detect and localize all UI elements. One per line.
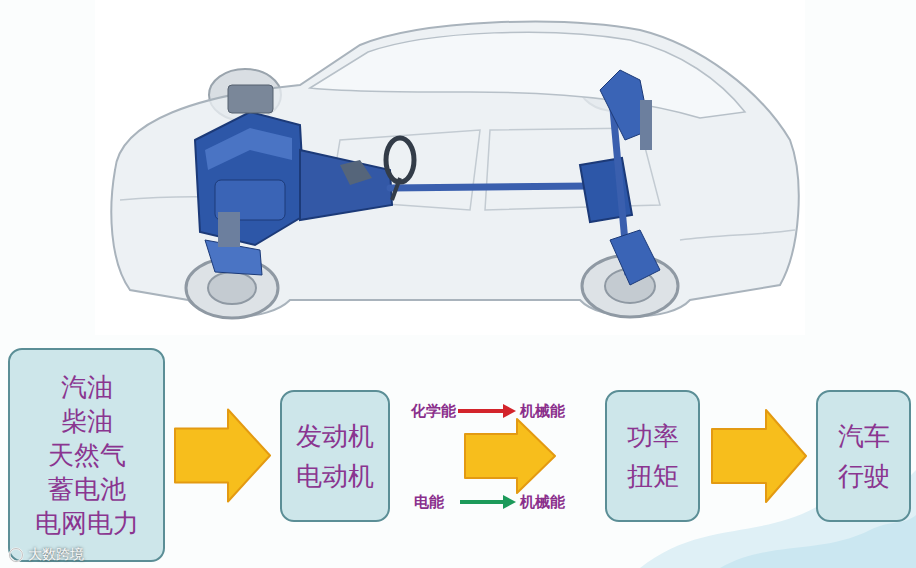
flow-box: 功率 扭矩 [605, 390, 700, 522]
car-part [228, 85, 273, 113]
car-part [390, 186, 590, 188]
block-arrow [712, 410, 806, 502]
car-part [208, 272, 256, 304]
car-part [218, 212, 240, 247]
car-group [195, 70, 660, 285]
car-part [458, 409, 505, 413]
car-part [392, 178, 400, 200]
car-part [386, 138, 414, 182]
car-part [680, 230, 795, 240]
watermark-icon [6, 545, 26, 565]
flow-box: 汽油 柴油 天然气 蓄电池 电网电力 [8, 348, 165, 562]
car-part [460, 500, 505, 504]
car-part [310, 32, 745, 118]
car-part [720, 515, 916, 568]
block-arrow [175, 410, 270, 502]
watermark: 大数跨境 [28, 546, 84, 564]
energy-label: 电能 [414, 493, 444, 512]
car-part [340, 160, 372, 185]
flow-box: 发动机 电动机 [280, 390, 390, 522]
car-part [503, 404, 516, 418]
car-part [485, 128, 660, 210]
box-text: 功率 扭矩 [627, 416, 679, 496]
energy-label: 机械能 [520, 493, 565, 512]
car-part [503, 495, 516, 509]
car-part [610, 230, 660, 285]
box-text: 发动机 电动机 [296, 416, 374, 496]
car-part [640, 100, 652, 150]
flow-box: 汽车 行驶 [816, 390, 911, 522]
energy-label: 机械能 [520, 402, 565, 421]
car-part [300, 150, 392, 220]
box-text: 汽车 行驶 [838, 416, 890, 496]
energy-label: 化学能 [411, 402, 456, 421]
car-part [195, 112, 305, 245]
block-arrow [465, 419, 555, 493]
box-text: 汽油 柴油 天然气 蓄电池 电网电力 [35, 370, 139, 540]
car-part [205, 128, 292, 170]
car-part [95, 0, 805, 335]
car-group [111, 22, 798, 318]
